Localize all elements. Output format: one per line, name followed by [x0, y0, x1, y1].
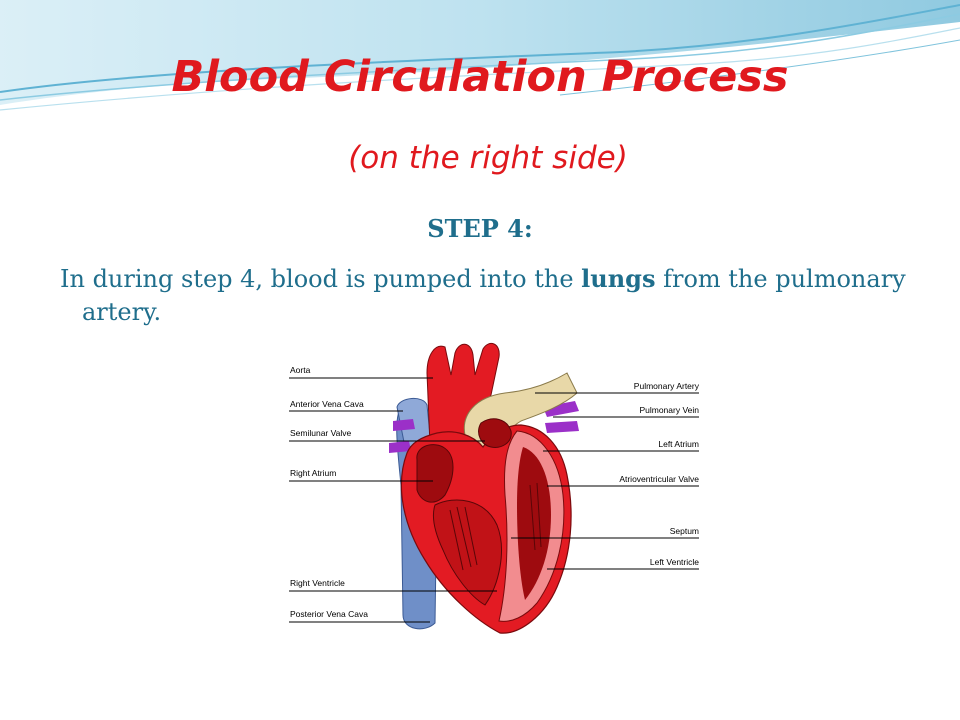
description-emphasis: lungs: [581, 264, 656, 293]
label-right-atrium: Right Atrium: [290, 468, 336, 478]
label-right-ventricle: Right Ventricle: [290, 578, 345, 588]
right-atrium-chamber: [416, 444, 454, 503]
description-text-end: from the pulmonary artery.: [82, 265, 906, 326]
slide-subtitle: (on the right side): [348, 140, 628, 176]
labels-left: Aorta Anterior Vena Cava Semilunar Valve…: [289, 365, 497, 623]
step-description: In during step 4, blood is pumped into t…: [60, 262, 912, 329]
description-text-start: In during step 4, blood is pumped into t…: [60, 265, 582, 293]
label-left-atrium: Left Atrium: [658, 439, 699, 449]
label-septum: Septum: [670, 526, 699, 536]
pulmonary-vein-left: [389, 419, 415, 453]
heart-diagram: Aorta Anterior Vena Cava Semilunar Valve…: [289, 342, 700, 634]
semilunar-valve: [478, 418, 512, 448]
step-heading: STEP 4:: [427, 214, 533, 243]
label-pulmonary-vein: Pulmonary Vein: [639, 405, 699, 415]
label-semilunar-valve: Semilunar Valve: [290, 428, 352, 438]
chordae-tendineae: [449, 482, 542, 571]
label-anterior-vena-cava: Anterior Vena Cava: [290, 399, 364, 409]
label-pulmonary-artery: Pulmonary Artery: [634, 381, 700, 391]
label-aorta: Aorta: [290, 365, 311, 375]
labels-right: Pulmonary Artery Pulmonary Vein Left Atr…: [511, 381, 700, 570]
left-ventricle-chamber: [517, 447, 551, 600]
slide-title: Blood Circulation Process: [171, 52, 789, 102]
label-left-ventricle: Left Ventricle: [650, 557, 699, 567]
decorative-wave-header: [0, 0, 960, 111]
label-posterior-vena-cava: Posterior Vena Cava: [290, 609, 368, 619]
label-atrioventricular-valve: Atrioventricular Valve: [619, 474, 699, 484]
